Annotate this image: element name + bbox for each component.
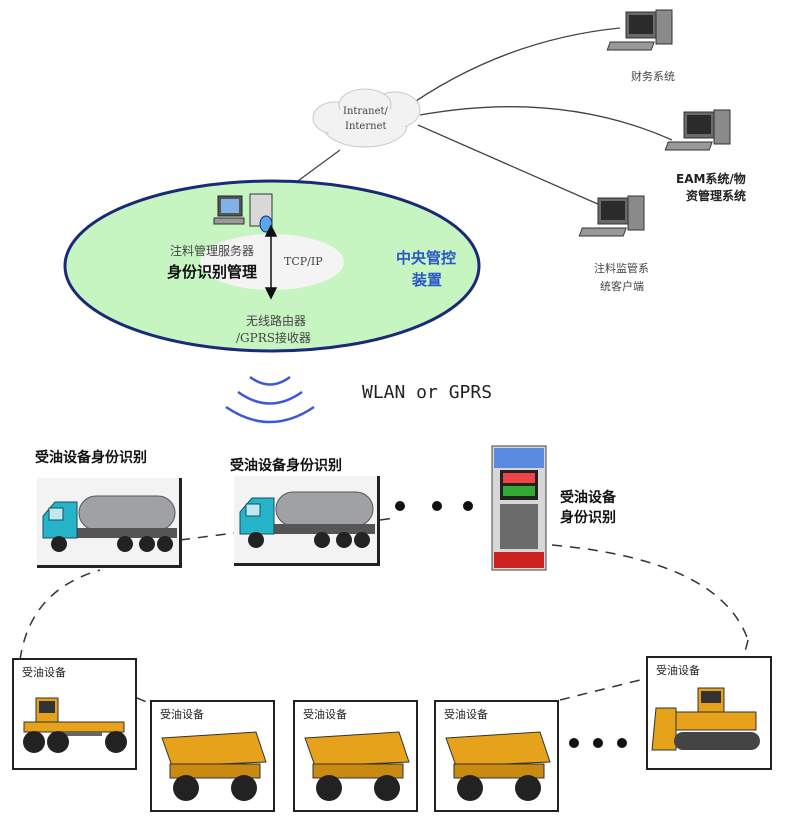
more-devices-dots	[395, 501, 627, 748]
cloud-icon	[312, 88, 421, 148]
cloud-label-line1: Intranet/	[343, 106, 388, 117]
wireless-label: WLAN or GPRS	[362, 382, 493, 403]
cloud-label-line2: Internet	[345, 121, 387, 132]
grader-icon	[23, 697, 127, 753]
bulldozer-icon	[651, 687, 760, 751]
identity-management-label: 身份识别管理	[167, 263, 258, 281]
eam-system-label-line1: EAM系统/物	[676, 172, 746, 186]
equipment-label: 受油设备	[656, 664, 700, 677]
server-icon	[213, 193, 273, 233]
truck-card	[234, 476, 380, 566]
fuel-pump-card	[488, 442, 550, 572]
equipment-card-dump2: 受油设备	[293, 700, 418, 812]
truck-card	[37, 478, 182, 568]
control-device-label-line2: 装置	[412, 271, 443, 289]
dump-truck-icon	[304, 731, 410, 801]
truck1-label: 受油设备身份识别	[35, 450, 147, 466]
server-label: 注料管理服务器	[170, 244, 255, 258]
monitor-client-label-line2: 统客户端	[600, 280, 644, 293]
wireless-signal-icon	[225, 375, 315, 424]
eam-system-label-line2: 资管理系统	[686, 189, 747, 203]
equipment-card-grader: 受油设备	[12, 658, 137, 770]
equipment-card-dump3: 受油设备	[434, 700, 559, 812]
computer-icon	[578, 195, 645, 237]
tcp-link-arrow	[264, 224, 278, 300]
equipment-label: 受油设备	[303, 708, 347, 721]
equipment-label: 受油设备	[444, 708, 488, 721]
fuel-pump-icon	[491, 445, 547, 571]
truck-icon	[234, 476, 377, 563]
equipment-card-dump1: 受油设备	[150, 700, 275, 812]
protocol-label: TCP/IP	[284, 255, 323, 268]
equipment-card-dozer: 受油设备	[646, 656, 772, 770]
computer-icon	[606, 9, 673, 51]
monitor-client-label-line1: 注料监管系	[594, 262, 649, 275]
equipment-label: 受油设备	[160, 708, 204, 721]
truck-icon	[37, 478, 179, 565]
dump-truck-icon	[445, 731, 551, 801]
router-label-line1: 无线路由器	[246, 314, 307, 328]
computer-icon	[664, 109, 731, 151]
router-label-line2: /GPRS接收器	[236, 331, 311, 345]
control-device-label-line1: 中央管控	[396, 249, 457, 267]
pump-label-line2: 身份识别	[560, 510, 616, 526]
inner-zone	[200, 234, 344, 290]
truck2-label: 受油设备身份识别	[230, 458, 342, 474]
finance-system-label: 财务系统	[631, 70, 675, 83]
pump-label-line1: 受油设备	[560, 490, 616, 506]
equipment-label: 受油设备	[22, 666, 66, 679]
dump-truck-icon	[161, 731, 267, 801]
